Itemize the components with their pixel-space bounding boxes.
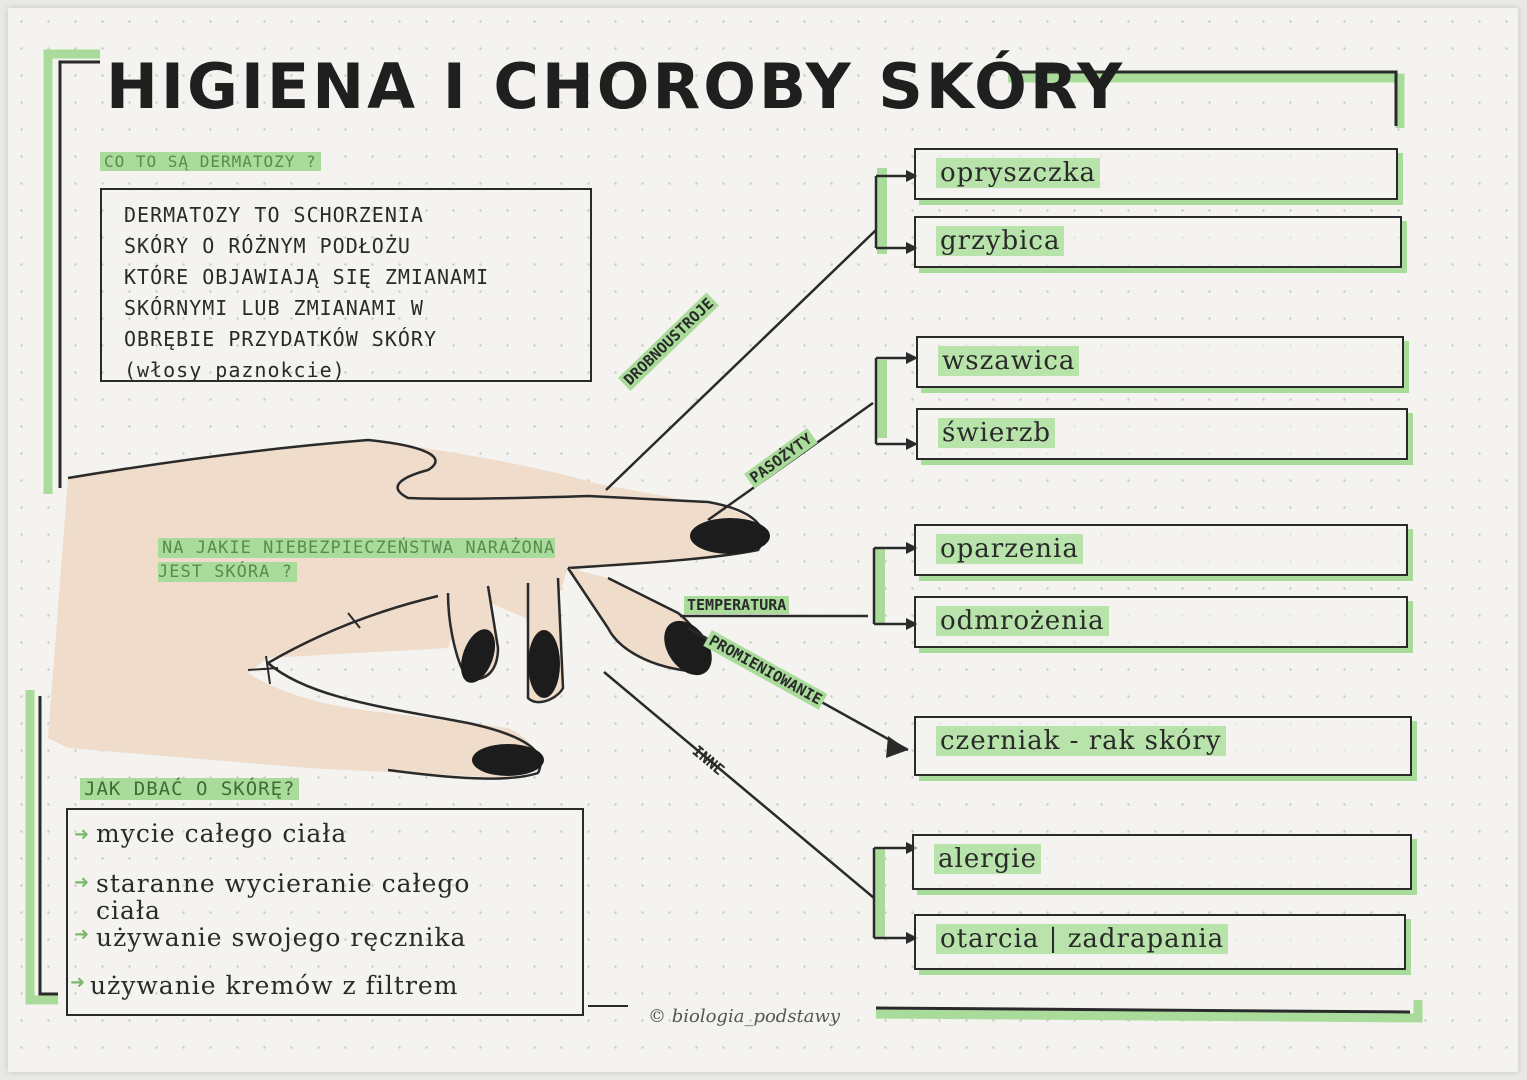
disease-oparzenia: oparzenia (914, 524, 1408, 576)
care-question-text: JAK DBAĆ O SKÓRĘ? (80, 778, 300, 800)
definition-box: DERMATOZY TO SCHORZENIA SKÓRY O RÓŻNYM P… (100, 188, 592, 382)
dangers-question-text: NA JAKIE NIEBEZPIECZEŃSTWA NARAŻONA JEST… (158, 538, 556, 582)
disease-czerniak: czerniak - rak skóry (914, 716, 1412, 776)
arrow-icon: ➜ (70, 972, 86, 993)
disease-grzybica: grzybica (914, 216, 1402, 268)
disease-label: grzybica (936, 226, 1065, 256)
care-box: mycie całego ciała staranne wycieranie c… (66, 808, 584, 1016)
disease-otarcia: otarcia | zadrapania (914, 914, 1406, 970)
disease-label: odmrożenia (936, 606, 1109, 636)
definition-question: CO TO SĄ DERMATOZY ? (100, 152, 321, 171)
disease-label: czerniak - rak skóry (936, 726, 1226, 756)
disease-label: opryszczka (936, 158, 1100, 188)
disease-label: alergie (934, 844, 1041, 874)
disease-label: wszawica (938, 346, 1080, 376)
arrow-icon: ➜ (74, 872, 90, 893)
disease-wszawica: wszawica (916, 336, 1404, 388)
diagram-lines (25, 49, 1423, 1023)
disease-label: otarcia | zadrapania (936, 924, 1229, 954)
arrow-icon: ➜ (74, 924, 90, 945)
dangers-question: NA JAKIE NIEBEZPIECZEŃSTWA NARAŻONA JEST… (158, 536, 578, 584)
disease-swierzb: świerzb (916, 408, 1408, 460)
care-item-3: używanie swojego ręcznika (96, 923, 467, 952)
care-item-1: mycie całego ciała (96, 819, 348, 848)
definition-text: DERMATOZY TO SCHORZENIA SKÓRY O RÓŻNYM P… (124, 203, 490, 382)
arrow-icon: ➜ (74, 824, 90, 845)
page-title: HIGIENA I CHOROBY SKÓRY (106, 50, 1126, 123)
disease-opryszczka: opryszczka (914, 148, 1398, 200)
paper-page: HIGIENA I CHOROBY SKÓRY CO TO SĄ DERMATO… (8, 8, 1518, 1072)
care-question: JAK DBAĆ O SKÓRĘ? (80, 778, 300, 800)
disease-label: świerzb (938, 418, 1056, 448)
disease-label: oparzenia (936, 534, 1083, 564)
care-item-2: staranne wycieranie całego ciała (96, 869, 471, 925)
care-item-4: używanie kremów z filtrem (90, 971, 459, 1000)
disease-alergie: alergie (912, 834, 1412, 890)
definition-question-text: CO TO SĄ DERMATOZY ? (100, 152, 321, 171)
disease-odmrozenia: odmrożenia (914, 596, 1408, 648)
branch-temperatura: TEMPERATURA (684, 596, 790, 614)
credit-text: © biologia_podstawy (648, 1006, 841, 1027)
